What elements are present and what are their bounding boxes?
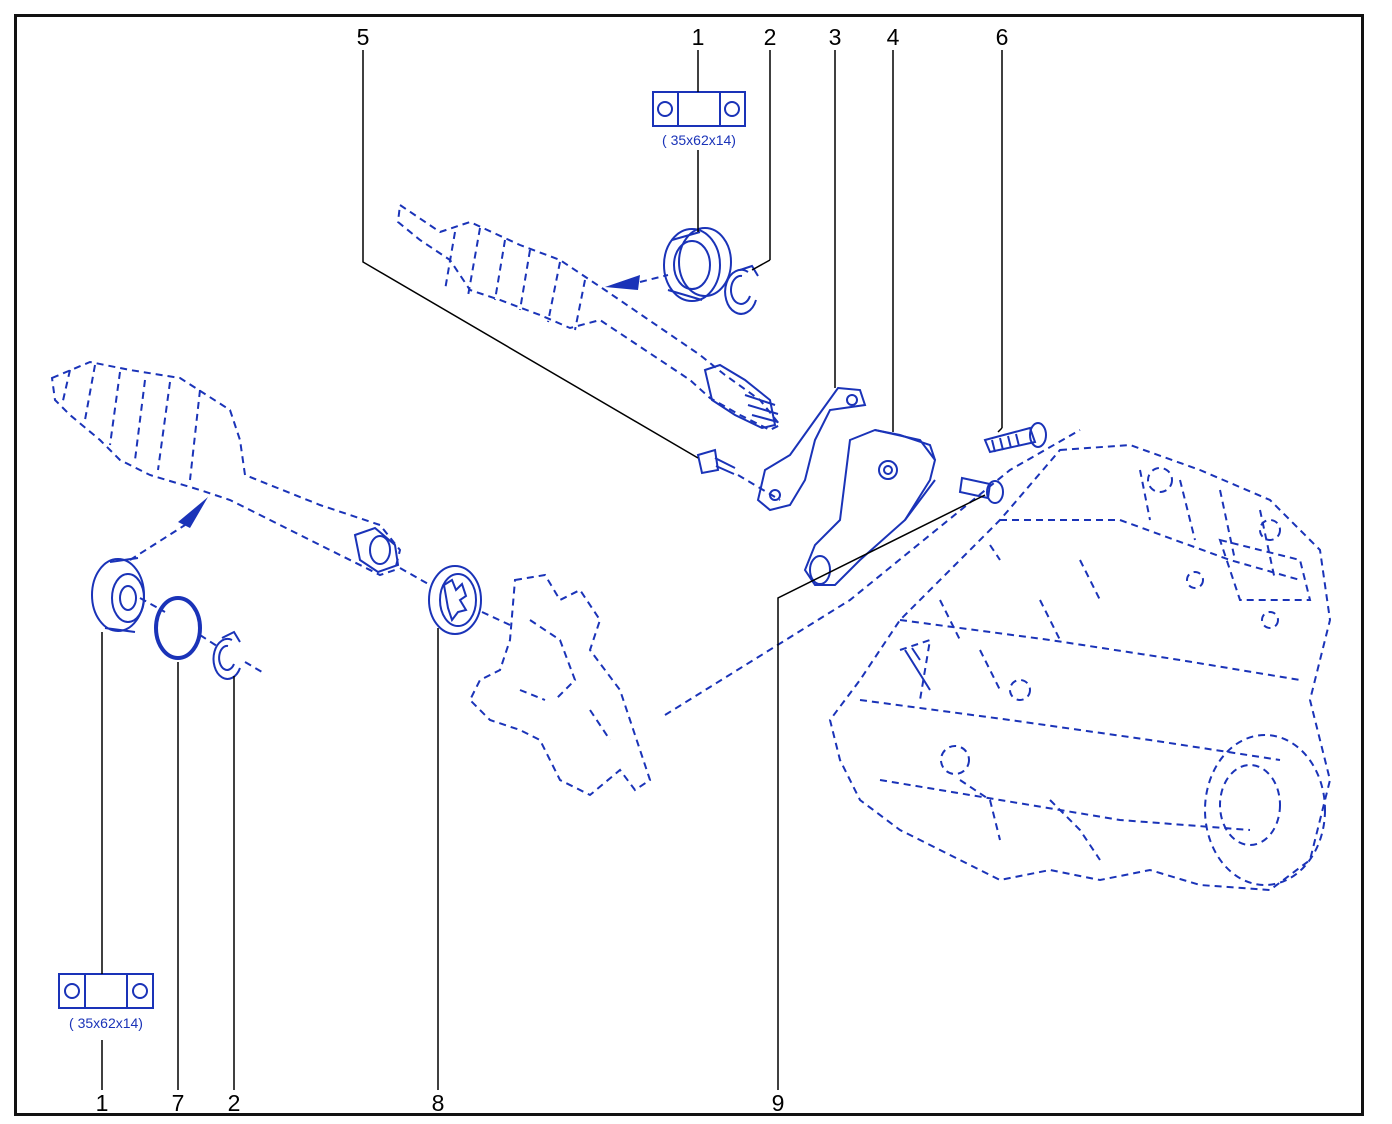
leader-lines	[101, 50, 1003, 1090]
transmission-outline	[828, 443, 1332, 892]
upper-circlip	[724, 264, 759, 315]
bearing-spec-bottom: ( 35x62x14)	[69, 1015, 143, 1031]
callout-7: 7	[171, 1090, 185, 1116]
upper-bearing	[663, 227, 732, 302]
lower-bearing-icon	[58, 973, 154, 1009]
bracket	[756, 386, 867, 512]
callout-9: 9	[771, 1090, 785, 1116]
bearing-spec-top: ( 35x62x14)	[662, 132, 736, 148]
engine-mount	[803, 428, 937, 586]
bolt-6-lower	[958, 476, 1004, 504]
diagram-frame	[14, 14, 1364, 1116]
lower-arrow	[129, 497, 208, 561]
knuckle-outline	[468, 429, 1081, 797]
lower-bearing	[91, 557, 145, 633]
callout-2-bottom: 2	[227, 1090, 241, 1116]
lower-circlip	[212, 630, 241, 680]
upper-arrow	[605, 274, 669, 290]
bolt-5	[696, 448, 781, 501]
o-ring	[154, 596, 202, 660]
callout-5: 5	[356, 24, 370, 50]
lower-drive-shaft	[50, 360, 402, 577]
lower-axis-line	[139, 597, 263, 673]
callout-4: 4	[886, 24, 900, 50]
callout-3: 3	[828, 24, 842, 50]
callout-6: 6	[995, 24, 1009, 50]
callout-2-top: 2	[763, 24, 777, 50]
bolt-6-upper	[983, 422, 1047, 454]
upper-drive-shaft	[396, 203, 782, 432]
oil-seal	[399, 565, 511, 635]
upper-bearing-icon	[652, 91, 746, 127]
callout-1-bottom: 1	[95, 1090, 109, 1116]
callout-1-top: 1	[691, 24, 705, 50]
callout-8: 8	[431, 1090, 445, 1116]
